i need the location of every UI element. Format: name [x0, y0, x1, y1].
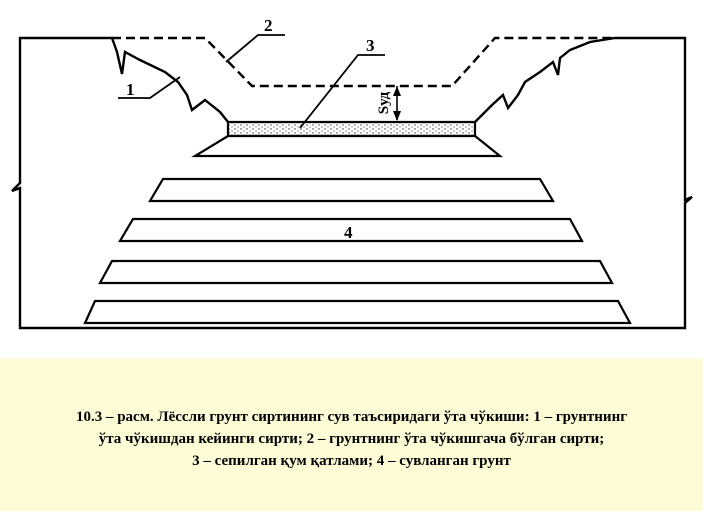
label-1: 1: [126, 80, 135, 99]
soaked-soil-strip: [118, 217, 584, 243]
leader-line-2: [225, 34, 285, 63]
caption-line-1: 10.3 – расм. Лёссли грунт сиртининг сув …: [75, 409, 628, 425]
label-3: 3: [366, 36, 375, 55]
leader-line-1: [118, 76, 181, 99]
surface-before-settlement: [112, 36, 615, 88]
figure-caption: 10.3 – расм. Лёссли грунт сиртининг сув …: [0, 406, 703, 472]
soil-settlement-diagram: Sуд 1 2 3 4: [11, 16, 693, 330]
caption-line-2: ўта чўкишдан кейинги сирти; 2 – грунтнин…: [98, 431, 605, 447]
soaked-soil-strip: [148, 177, 555, 203]
soaked-soil-strip: [191, 134, 504, 158]
dimension-arrow-head-top: [393, 86, 401, 96]
soaked-soil-strip: [83, 299, 632, 325]
sand-layer: [226, 120, 477, 138]
settlement-label: Sуд: [376, 91, 392, 114]
caption-line-3: 3 – сепилган қум қатлами; 4 – сувланган …: [192, 453, 511, 469]
label-4: 4: [344, 223, 353, 242]
dimension-arrow-head-bottom: [393, 111, 401, 121]
leader-line-3: [299, 54, 385, 129]
caption-box: 10.3 – расм. Лёссли грунт сиртининг сув …: [0, 358, 703, 511]
soaked-soil-strip: [98, 259, 614, 285]
ground-outline-after-settlement: [11, 36, 693, 330]
label-2: 2: [264, 16, 273, 35]
